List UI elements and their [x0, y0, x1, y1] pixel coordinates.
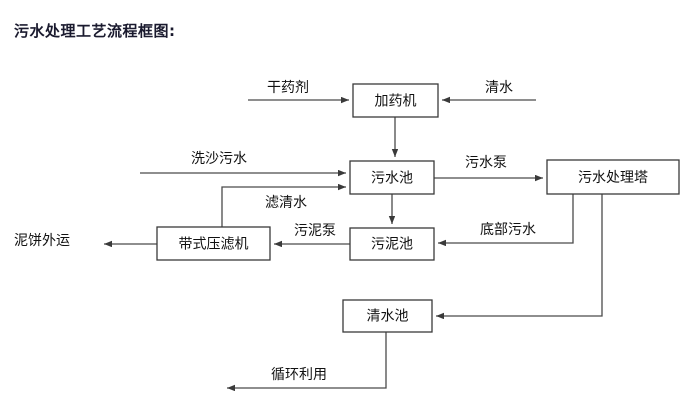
edge-label-filtered-water: 滤清水 — [265, 195, 307, 211]
node-dosing-machine-box[interactable] — [352, 83, 439, 118]
edge-label-mud-cake-out: 泥饼外运 — [14, 233, 70, 249]
edge-sewage-pump: 污水泵 — [434, 155, 543, 182]
node-treatment-tower-label: 污水处理塔 — [578, 170, 648, 186]
node-clear-water-pool-box[interactable] — [342, 299, 433, 333]
node-sludge-pool-box[interactable] — [349, 227, 435, 261]
page-title: 污水处理工艺流程框图: — [14, 22, 176, 40]
edge-label-sludge-pump: 污泥泵 — [294, 223, 336, 239]
node-belt-filter-press[interactable]: 带式压滤机 — [156, 226, 271, 261]
node-sewage-pool-label: 污水池 — [371, 171, 413, 187]
edge-bottom-sewage-line — [438, 194, 574, 247]
edge-tower-to-clear — [436, 194, 603, 320]
edge-label-bottom-sewage: 底部污水 — [480, 222, 536, 238]
edge-label-recycle-use: 循环利用 — [271, 367, 327, 383]
edge-bottom-sewage: 底部污水 — [438, 194, 574, 247]
node-belt-filter-press-label: 带式压滤机 — [179, 237, 249, 253]
edge-label-sewage-pump: 污水泵 — [465, 155, 507, 171]
edge-wash-sand-sewage: 洗沙污水 — [140, 151, 346, 177]
edge-mud-cake-out: 泥饼外运 — [14, 233, 157, 249]
node-clear-water-pool-label: 清水池 — [367, 309, 409, 325]
node-belt-filter-press-box[interactable] — [156, 226, 271, 261]
edge-tower-to-clear-line — [436, 194, 603, 320]
edge-label-dry-chemical: 干药剂 — [267, 80, 309, 96]
edge-recycle-use-line — [227, 332, 387, 392]
edge-sludge-pump: 污泥泵 — [274, 223, 350, 248]
edge-label-wash-sand-sewage: 洗沙污水 — [191, 151, 247, 167]
node-dosing-machine[interactable]: 加药机 — [352, 83, 439, 118]
edge-filtered-water-line — [221, 183, 346, 227]
edge-dry-chemical: 干药剂 — [248, 80, 349, 104]
node-treatment-tower[interactable]: 污水处理塔 — [546, 159, 680, 195]
node-treatment-tower-box[interactable] — [546, 159, 680, 195]
node-clear-water-pool[interactable]: 清水池 — [342, 299, 433, 333]
edge-filtered-water: 滤清水 — [221, 183, 346, 227]
node-dosing-machine-label: 加药机 — [375, 94, 417, 110]
node-sewage-pool[interactable]: 污水池 — [349, 160, 435, 195]
node-sludge-pool[interactable]: 污泥池 — [349, 227, 435, 261]
edge-recycle-use: 循环利用 — [227, 332, 387, 392]
edge-clean-water: 清水 — [442, 80, 536, 104]
node-sewage-pool-box[interactable] — [349, 160, 435, 195]
node-sludge-pool-label: 污泥池 — [371, 237, 413, 253]
edge-label-clean-water: 清水 — [485, 80, 513, 96]
